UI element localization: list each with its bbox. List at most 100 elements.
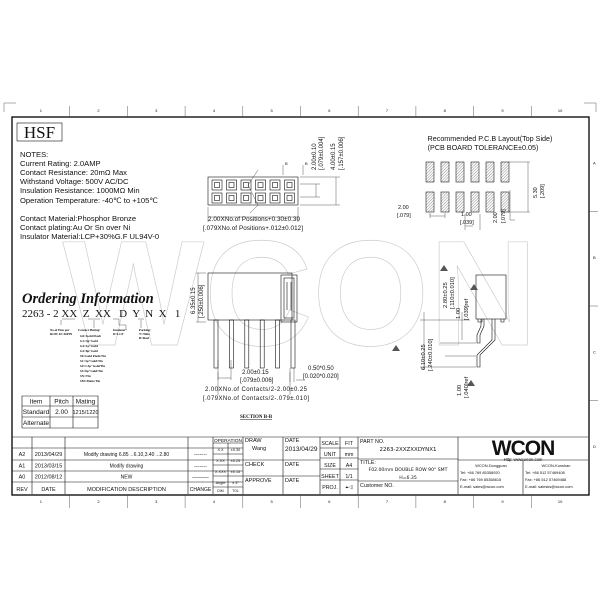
title-label: TITLE: <box>360 460 376 466</box>
table-cell: 2.00 <box>55 409 68 416</box>
contact-pin <box>257 182 264 188</box>
pcb-pad <box>455 161 465 183</box>
revision-description: Modify drawing 6.85→6.10,3.40→2.80 <box>84 452 170 458</box>
contact-cavity <box>240 179 252 191</box>
plating-item: G3=8μ"Gold <box>80 349 98 353</box>
sheet-label: SHEET <box>321 474 339 480</box>
contact-pin <box>213 319 219 369</box>
tolerance-value: ±0.25 <box>231 459 240 463</box>
dim-d: 1.00 <box>457 385 463 396</box>
tolerance-value: ±0.15 <box>231 470 240 474</box>
revision-change: ------- <box>194 452 207 458</box>
rev-header: REV <box>16 487 28 493</box>
dim-a: 2.80±0.25 <box>443 282 449 308</box>
contact-cavity <box>226 179 237 191</box>
table-cell: Alternate <box>23 420 49 427</box>
dim-span: 2.00XNo.of Contacts/2-2.00±0.25 <box>205 387 308 393</box>
revision-date: 2013/04/29 <box>35 452 63 458</box>
dim-pin: 0.50*0.50 <box>308 366 334 372</box>
revision-date: 2013/03/15 <box>35 463 63 469</box>
title-line-1: F02.00mm DOUBLE ROW 90° SMT <box>369 467 448 473</box>
notes: NOTES: Current Rating: 2.0AMP Contact Re… <box>20 150 159 241</box>
contact-pin <box>275 319 280 369</box>
table-header: Pitch <box>54 399 69 406</box>
material-line: Insulator Material:LCP+30%G.F UL94V-0 <box>20 232 159 241</box>
pcb-pad: 1.00 <box>461 212 472 218</box>
pcb-pad <box>485 161 495 183</box>
date-header: DATE <box>41 487 56 493</box>
corner-marks <box>3 102 597 112</box>
insulator-note: D=LCP <box>113 332 124 336</box>
pcb-pad <box>425 191 435 213</box>
title-line-2: H=6.35 <box>399 475 417 481</box>
watermark: WCON <box>63 209 538 377</box>
revision-rev: A0 <box>19 475 26 481</box>
pins-note: ROW 02~40PIN <box>50 332 73 336</box>
tolerance-value: ±0.30 <box>231 448 240 452</box>
material-line: Contact Material:Phosphor Bronze <box>20 214 136 223</box>
ordering-code: 2263 - 2 XX Z XX D Y N X 1 <box>22 308 180 320</box>
contact-cavity <box>211 192 223 204</box>
dim-pin-in: [0.020*0.020] <box>303 374 339 380</box>
grid-column-label: 4 <box>213 499 216 504</box>
grid-column-label: 8 <box>444 108 447 113</box>
table-header: Item <box>30 399 43 406</box>
grid-column-label: 2 <box>97 499 100 504</box>
grid-column-label: 6 <box>328 108 331 113</box>
grid-row-label: B <box>593 255 596 260</box>
contact-pin <box>214 182 220 188</box>
packing-note: Packing: <box>139 328 151 332</box>
contact-pin <box>228 182 235 188</box>
contact-cavity <box>284 192 295 204</box>
dim-pitch: 2.00±0.15 <box>242 370 269 376</box>
grid-column-label: 9 <box>501 499 504 504</box>
ordering-title: Ordering Information <box>22 291 154 307</box>
packing-note: B=Reel <box>139 336 149 340</box>
contact-pin <box>257 195 264 201</box>
grid-column-label: 10 <box>558 499 563 504</box>
contact-pin <box>243 195 249 201</box>
revision-rev: A1 <box>19 463 26 469</box>
contact-cavity <box>226 192 237 204</box>
pcb-pad <box>470 191 480 213</box>
contact-pin <box>228 195 235 201</box>
hsf-label: HSF <box>24 123 55 142</box>
approve-label: APPROVE <box>245 478 272 484</box>
company-url: Http: www.wcon.com <box>504 457 543 462</box>
sheet-value: A4 <box>346 463 353 469</box>
revision-description: Modify drawing <box>110 463 144 469</box>
plating-item: S1=3μ"Gold/Tin <box>80 359 103 363</box>
contact-cavity <box>255 192 266 204</box>
tol-header: TOL <box>232 489 239 493</box>
revision-triangle-icon <box>392 345 400 351</box>
contact-pin <box>272 182 278 188</box>
office-fax: Fax: +86 769 85358615 <box>460 477 501 482</box>
grid-row-label: D <box>593 444 596 449</box>
section-mark: B <box>285 161 288 166</box>
office-email: E-mail: salesks@wcon.com <box>525 484 573 489</box>
plating-item: G4=1μ"Gold <box>80 344 98 348</box>
customer-label: Customer NO. <box>360 483 394 489</box>
pcb-pad-len: 2.00 <box>493 212 499 223</box>
grid-row-label: C <box>593 349 596 354</box>
contact-pin <box>244 319 250 369</box>
plating-item: SM=Matte Tin <box>80 379 100 383</box>
office-tel: Tel: +86 769 85358920 <box>460 470 501 475</box>
dim-span-in: [.079XNo.of Contacts/2-.079±.010] <box>203 396 309 402</box>
pcb-pad <box>500 191 510 213</box>
sheet-label: UNIT <box>324 452 337 458</box>
dim-height: 6.35±0.15 <box>191 287 197 314</box>
dim-pitch-in: [.079±0.006] <box>240 378 274 384</box>
table-header: Mating <box>76 399 96 406</box>
dim-header: DIM <box>217 489 224 493</box>
ordering-leaders <box>60 318 144 330</box>
part-no: 2263-2XXZXXDYNX1 <box>380 447 437 453</box>
office-fax: Fax: +86 512 57469488 <box>525 477 566 482</box>
section-label: SECTION B-B <box>240 415 273 420</box>
pcb-layout: Recommended P.C.B Layout(Top Side) (PCB … <box>397 134 552 230</box>
pcb-row-in: [.209] <box>540 184 546 198</box>
wcon-logo: WCON <box>492 437 555 460</box>
plating-item: G1=3μ"Gold <box>80 339 98 343</box>
